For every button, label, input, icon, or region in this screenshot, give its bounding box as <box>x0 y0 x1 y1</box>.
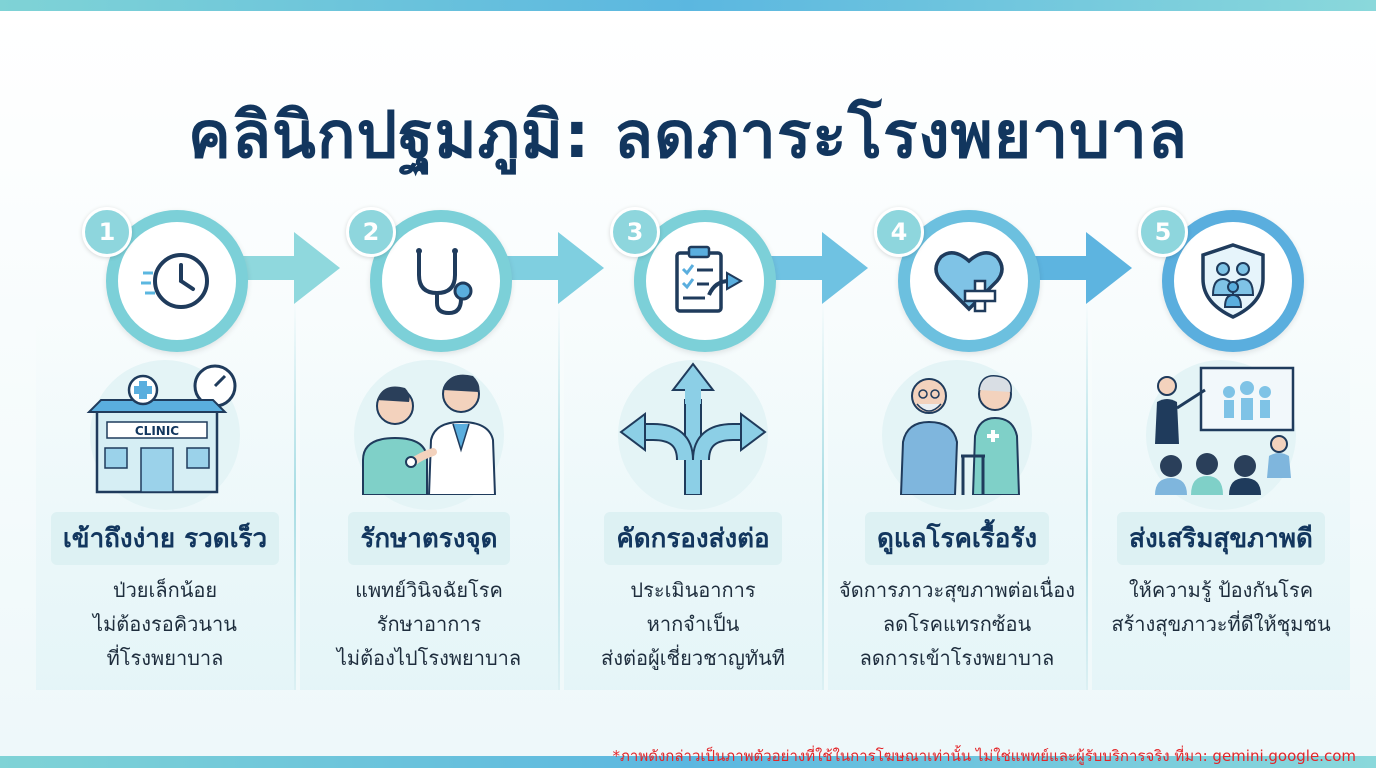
column-divider <box>558 300 560 690</box>
step-number-badge: 4 <box>874 207 924 257</box>
step-description: ป่วยเล็กน้อย ไม่ต้องรอคิวนาน ที่โรงพยาบา… <box>93 578 237 670</box>
column-divider <box>822 300 824 690</box>
clock-icon <box>141 253 209 309</box>
clipboard-referral-icon <box>675 245 744 313</box>
family-shield-icon <box>1201 243 1265 319</box>
step-label: ส่งเสริมสุขภาพดี <box>1092 512 1350 565</box>
step-number-badge: 1 <box>82 207 132 257</box>
step-description: แพทย์วินิจฉัยโรค รักษาอาการ ไม่ต้องไปโรง… <box>336 578 522 670</box>
step-description: ให้ความรู้ ป้องกันโรค สร้างสุขภาวะที่ดีใ… <box>1111 578 1331 636</box>
step-label: ดูแลโรคเรื้อรัง <box>828 512 1086 565</box>
step-label: คัดกรองส่งต่อ <box>564 512 822 565</box>
step-label: รักษาตรงจุด <box>300 512 558 565</box>
top-accent-bar <box>0 0 1376 11</box>
step-3: 3 คัดกรองส่งต่อ ประเมินอาการ หากจำเป็น ส… <box>564 205 822 690</box>
doctor-patient-illustration <box>362 374 497 495</box>
step-number-badge: 3 <box>610 207 660 257</box>
elderly-care-illustration <box>899 375 1021 495</box>
page-title: คลินิกปฐมภูมิ: ลดภาระโรงพยาบาล <box>188 99 1188 173</box>
column-divider <box>1086 300 1088 690</box>
clinic-sign-text: CLINIC <box>135 424 179 438</box>
step-1: 1 CLINIC เข้าถึงง่าย รวดเร็ว ป่วยเล็กน้อ… <box>36 205 294 690</box>
heart-plus-icon <box>934 251 1004 313</box>
step-2: 2 รักษาตรงจุด แพทย์วินิจฉัยโรค รักษาอากา… <box>300 205 558 690</box>
disclaimer-footnote: *ภาพดังกล่าวเป็นภาพตัวอย่างที่ใช้ในการโฆ… <box>612 747 1356 765</box>
health-education-illustration <box>1155 366 1295 495</box>
step-4: 4 ดูแลโรคเรื้อรัง จัดการภาวะสุขภาพต่อเนื… <box>828 205 1086 690</box>
stethoscope-icon <box>416 248 473 316</box>
step-label: เข้าถึงง่าย รวดเร็ว <box>36 512 294 565</box>
step-description: จัดการภาวะสุขภาพต่อเนื่อง ลดโรคแทรกซ้อน … <box>839 578 1075 670</box>
column-divider <box>294 300 296 690</box>
step-number-badge: 2 <box>346 207 396 257</box>
step-5: 5 ส่งเสริมสุขภาพดี ให้ความร <box>1092 205 1350 690</box>
step-number-badge: 5 <box>1138 207 1188 257</box>
clinic-building-illustration: CLINIC <box>86 364 237 494</box>
bottom-accent-bar <box>0 756 1376 768</box>
step-description: ประเมินอาการ หากจำเป็น ส่งต่อผู้เชี่ยวชา… <box>601 578 785 670</box>
split-arrows-illustration <box>619 362 767 495</box>
